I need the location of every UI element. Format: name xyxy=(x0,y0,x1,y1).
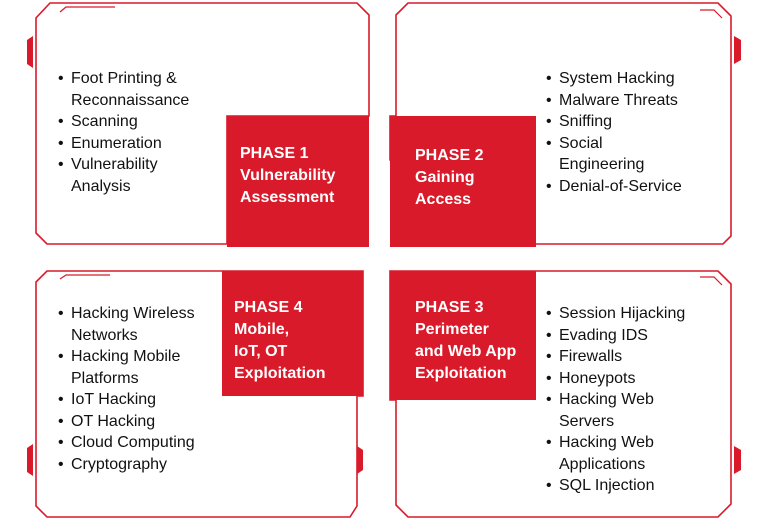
topic-text: Engineering xyxy=(559,156,645,173)
phase-1-number: PHASE 1 xyxy=(240,145,309,162)
topic-item: Honeypots xyxy=(546,368,726,390)
corner-tick xyxy=(59,274,110,280)
topic-item: Session Hijacking xyxy=(546,303,726,325)
topic-item: Cloud Computing xyxy=(58,432,228,454)
phase-4-number: PHASE 4 xyxy=(234,299,303,316)
topic-item: Denial-of-Service xyxy=(546,176,726,198)
topic-item: OT Hacking xyxy=(58,411,228,433)
phase-1-block: PHASE 1 Vulnerability Assessment xyxy=(227,116,369,247)
phase-3-number: PHASE 3 xyxy=(415,299,484,316)
topic-item: Cryptography xyxy=(58,454,228,476)
topic-item: Scanning xyxy=(58,111,223,133)
panel-frame-bottom-left xyxy=(35,270,364,518)
topic-item: Foot Printing & Reconnaissance xyxy=(58,68,223,111)
edge-accent xyxy=(357,446,363,474)
phase-2-number: PHASE 2 xyxy=(415,147,484,164)
topic-item: SQL Injection xyxy=(546,475,726,497)
phase-2-topics: System Hacking Malware Threats Sniffing … xyxy=(546,68,726,197)
corner-tick xyxy=(700,9,723,19)
edge-accent xyxy=(734,36,741,64)
phase-3-title: Perimeter xyxy=(415,321,489,338)
phase-4-title: Exploitation xyxy=(234,365,326,382)
phase-4-title: Mobile, xyxy=(234,321,290,338)
topic-item: Evading IDS xyxy=(546,325,726,347)
topic-text: Applications xyxy=(559,455,646,473)
topic-text: Hacking Mobile xyxy=(71,348,181,365)
phase-2-title: Gaining xyxy=(415,169,475,186)
topic-item: IoT Hacking xyxy=(58,389,228,411)
phase-4-title: IoT, OT xyxy=(234,343,288,360)
phase-2-title: Access xyxy=(415,191,472,208)
topic-text: Hacking Wireless xyxy=(71,305,195,322)
phase-1-topics: Foot Printing & Reconnaissance Scanning E… xyxy=(58,68,223,197)
edge-accent xyxy=(27,36,33,68)
phase-3-topics: Session Hijacking Evading IDS Firewalls … xyxy=(546,303,726,497)
topic-item: Firewalls xyxy=(546,346,726,368)
phase-3-title: and Web App xyxy=(415,343,517,360)
topic-text: Servers xyxy=(559,412,615,430)
phase-3-block: PHASE 3 Perimeter and Web App Exploitati… xyxy=(390,271,536,400)
topic-text: Vulnerability xyxy=(71,156,158,173)
topic-item: Sniffing xyxy=(546,111,726,133)
topic-text: Reconnaissance xyxy=(71,91,190,109)
topic-text: Platforms xyxy=(71,369,139,387)
topic-text: Foot Printing & xyxy=(71,70,177,87)
topic-text: Networks xyxy=(71,326,138,344)
phase-3-title: Exploitation xyxy=(415,365,507,382)
topic-item: System Hacking xyxy=(546,68,726,90)
edge-accent xyxy=(27,444,33,476)
phase-1-title: Vulnerability xyxy=(240,167,336,184)
topic-text: Hacking Web xyxy=(559,391,654,408)
topic-text: Analysis xyxy=(71,177,131,195)
corner-tick xyxy=(700,276,723,286)
topic-text: Social xyxy=(559,134,603,152)
phase-1-title: Assessment xyxy=(240,189,335,206)
phase-4-block: PHASE 4 Mobile, IoT, OT Exploitation xyxy=(222,271,363,396)
edge-accent xyxy=(734,446,741,474)
phase-2-block: PHASE 2 Gaining Access xyxy=(390,116,536,247)
topic-text: Hacking Web xyxy=(559,434,654,451)
topic-item: Malware Threats xyxy=(546,90,726,112)
corner-tick xyxy=(59,6,115,13)
topic-item: Enumeration xyxy=(58,133,223,155)
